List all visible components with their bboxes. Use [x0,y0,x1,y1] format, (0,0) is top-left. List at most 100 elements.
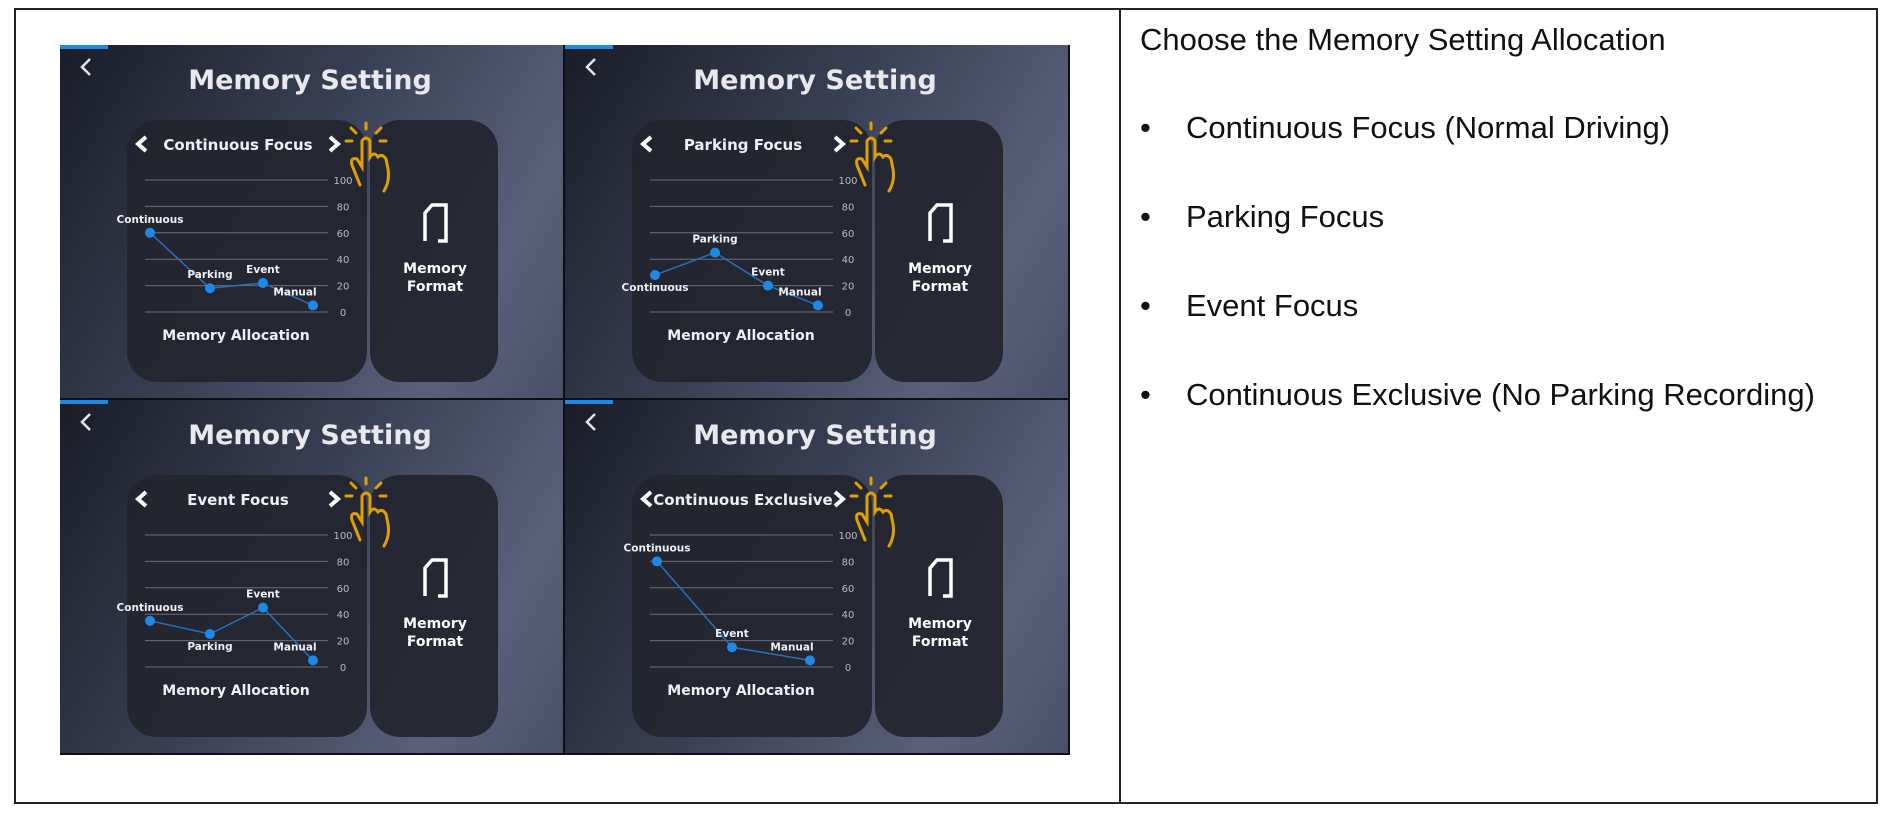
sd-card-icon [928,558,953,598]
point-label: Parking [692,234,737,246]
prev-mode-chevron-icon [639,135,653,153]
list-item: •Continuous Exclusive (No Parking Record… [1140,377,1815,412]
hand-shape [350,491,390,548]
memory-format-card[interactable] [875,120,1003,382]
tap-hand-icon [344,476,390,548]
back-chevron-icon[interactable] [585,58,596,76]
y-tick-label: 40 [337,610,350,621]
tap-hand-icon [849,476,895,548]
y-tick-label: 0 [845,308,851,319]
y-tick-label: 60 [842,229,855,240]
mode-title: Event Focus [187,491,289,509]
tap-hand-icon [344,121,390,193]
prev-mode-chevron-icon [134,490,148,508]
memory-format-label: Memory [403,261,467,277]
point-label: Continuous [117,602,184,614]
data-point [145,615,155,626]
memory-format-card[interactable] [370,475,498,737]
memory-format-label: Format [407,279,464,295]
memory-allocation-caption: Memory Allocation [162,328,309,344]
y-tick-label: 20 [842,637,855,648]
list-item: •Parking Focus [1140,199,1385,234]
y-tick-label: 20 [842,282,855,293]
point-label: Continuous [622,282,689,294]
back-chevron-icon[interactable] [80,413,91,431]
y-tick-label: 60 [842,584,855,595]
memory-format-card[interactable] [370,120,498,382]
y-tick-label: 80 [337,557,350,568]
y-tick-label: 100 [838,176,857,187]
data-point [805,655,815,666]
point-label: Parking [187,269,232,281]
data-point [145,227,155,238]
data-point [650,270,660,281]
y-tick-label: 40 [337,255,350,266]
point-label: Event [246,264,280,276]
sd-card-icon [423,203,448,243]
y-tick-label: 100 [333,176,352,187]
next-mode-chevron-icon[interactable] [328,490,342,508]
data-point [710,247,720,258]
point-label: Continuous [117,214,184,226]
mode-title: Parking Focus [684,136,802,154]
sd-card-icon [928,203,953,243]
data-point [205,283,215,294]
screen-title: Memory Setting [693,65,937,96]
prev-mode-chevron-icon [639,490,653,508]
y-tick-label: 20 [337,637,350,648]
memory-format-label: Format [912,279,969,295]
next-mode-chevron-icon[interactable] [833,490,847,508]
allocation-card [127,475,367,737]
y-tick-label: 60 [337,229,350,240]
list-item-text: Parking Focus [1186,199,1385,234]
top-indicator [565,400,613,404]
data-point [308,655,318,666]
allocation-line [149,232,314,307]
allocation-card [632,475,872,737]
data-point [763,280,773,291]
hand-shape [855,136,895,193]
memory-format-label: Memory [908,616,972,632]
memory-format-label: Format [912,634,969,650]
list-item: •Continuous Focus (Normal Driving) [1140,110,1671,145]
allocation-line [654,251,819,307]
point-label: Event [751,267,785,279]
list-item-text: Continuous Exclusive (No Parking Recordi… [1186,377,1815,412]
y-tick-label: 0 [340,663,346,674]
allocation-line [149,606,314,661]
data-point [205,629,215,639]
y-tick-label: 0 [845,663,851,674]
back-chevron-icon[interactable] [585,413,596,431]
memory-format-card[interactable] [875,475,1003,737]
memory-format-label: Format [407,634,464,650]
tap-hand-icon [849,121,895,193]
list-item-text: Continuous Focus (Normal Driving) [1186,110,1671,145]
point-label: Manual [778,286,821,298]
screen-title: Memory Setting [693,420,937,451]
point-label: Manual [273,286,316,298]
memory-format-label: Memory [908,261,972,277]
prev-mode-chevron-icon [134,135,148,153]
next-mode-chevron-icon[interactable] [833,135,847,153]
data-point [652,556,662,567]
next-mode-chevron-icon[interactable] [328,135,342,153]
data-point [727,642,737,653]
y-tick-label: 40 [842,255,855,266]
y-tick-label: 100 [333,531,352,542]
screen-title: Memory Setting [188,420,432,451]
top-indicator [60,400,108,404]
y-tick-label: 60 [337,584,350,595]
y-tick-label: 80 [842,202,855,213]
point-label: Continuous [624,542,691,554]
back-chevron-icon[interactable] [80,58,91,76]
y-tick-label: 40 [842,610,855,621]
document-table [14,8,1878,804]
y-tick-label: 80 [842,557,855,568]
tap-rays [344,121,388,143]
